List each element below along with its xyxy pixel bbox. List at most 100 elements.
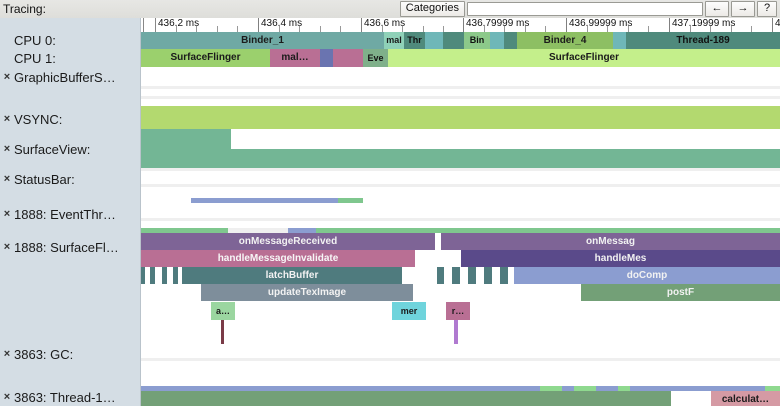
trace-slice[interactable]	[228, 228, 288, 233]
trace-slice[interactable]	[173, 267, 178, 284]
trace-slice[interactable]	[338, 198, 363, 203]
trace-slice[interactable]	[162, 267, 167, 284]
ruler-minor-tick	[237, 26, 238, 32]
trace-slice[interactable]	[141, 129, 231, 149]
trace-slice[interactable]	[580, 228, 780, 233]
trace-slice[interactable]	[437, 267, 444, 284]
trace-slice[interactable]	[443, 32, 464, 49]
track-label-2[interactable]: ×GraphicBufferS…	[0, 67, 140, 87]
trace-slice[interactable]	[425, 32, 443, 49]
ruler-tick	[361, 18, 362, 32]
timeline-row-surfaceview	[141, 129, 780, 149]
trace-slice[interactable]	[288, 228, 316, 233]
track-label-6[interactable]: ×1888: EventThr…	[0, 204, 140, 224]
track-label-7[interactable]: ×1888: SurfaceFl…	[0, 237, 140, 257]
trace-slice[interactable]	[613, 32, 626, 49]
help-button[interactable]: ?	[757, 1, 777, 17]
trace-slice[interactable]	[484, 267, 492, 284]
ruler-minor-tick	[648, 26, 649, 32]
trace-slice[interactable]: Thread-189	[626, 32, 780, 49]
trace-slice[interactable]: Binder_4	[517, 32, 613, 49]
nav-next-button[interactable]: →	[731, 1, 755, 17]
trace-slice[interactable]: mer	[392, 302, 426, 320]
close-icon[interactable]: ×	[3, 113, 11, 125]
trace-slice[interactable]: calculat…	[711, 391, 780, 406]
track-label-9[interactable]: ×3863: Thread-1…	[0, 387, 140, 406]
close-icon[interactable]: ×	[3, 348, 11, 360]
trace-slice[interactable]: a…	[211, 302, 235, 320]
trace-slice[interactable]	[141, 106, 780, 129]
trace-slice[interactable]: Thr	[404, 32, 425, 49]
trace-slice[interactable]: mal	[384, 32, 404, 49]
close-icon[interactable]: ×	[3, 173, 11, 185]
trace-slice[interactable]: Binder_1	[141, 32, 384, 49]
track-label-0[interactable]: CPU 0:	[0, 31, 140, 49]
trace-slice[interactable]	[540, 386, 562, 391]
track-label-5[interactable]: ×StatusBar:	[0, 168, 140, 190]
ruler-tick	[258, 18, 259, 32]
trace-slice[interactable]: Bin	[464, 32, 490, 49]
ruler-tick-label: 4	[775, 18, 780, 29]
trace-slice[interactable]	[333, 49, 363, 67]
trace-slice[interactable]: updateTexImage	[201, 284, 413, 301]
trace-slice[interactable]: postF	[581, 284, 780, 301]
track-label-8[interactable]: ×3863: GC:	[0, 344, 140, 364]
trace-slice[interactable]	[150, 267, 155, 284]
ruler-minor-tick	[607, 26, 608, 32]
ruler-minor-tick	[382, 26, 383, 32]
trace-slice[interactable]: onMessag	[441, 233, 780, 250]
categories-button[interactable]: Categories	[399, 1, 465, 17]
trace-slice[interactable]: onMessageReceived	[141, 233, 435, 250]
track-label-1[interactable]: CPU 1:	[0, 49, 140, 67]
trace-slice[interactable]	[320, 49, 333, 67]
track-label-text: 1888: EventThr…	[14, 206, 116, 222]
trace-slice[interactable]	[562, 386, 574, 391]
trace-slice[interactable]	[765, 386, 780, 391]
trace-slice[interactable]	[630, 386, 765, 391]
trace-slice[interactable]: Eve	[363, 49, 388, 67]
ruler-minor-tick	[299, 26, 300, 32]
nav-prev-button[interactable]: ←	[705, 1, 729, 17]
timeline-row-sf_async	[141, 228, 780, 233]
trace-slice[interactable]	[141, 386, 540, 391]
ruler-minor-tick	[196, 26, 197, 32]
trace-slice[interactable]: SurfaceFlinger	[141, 49, 270, 67]
trace-slice[interactable]	[504, 32, 517, 49]
trace-slice[interactable]	[191, 198, 338, 203]
track-label-3[interactable]: ×VSYNC:	[0, 108, 140, 130]
trace-slice[interactable]: doComp	[514, 267, 780, 284]
timeline-row-sf_d0: onMessageReceived onMessag	[141, 233, 780, 250]
close-icon[interactable]: ×	[3, 241, 11, 253]
close-icon[interactable]: ×	[3, 208, 11, 220]
trace-slice[interactable]	[468, 267, 476, 284]
track-label-4[interactable]: ×SurfaceView:	[0, 138, 140, 160]
trace-slice[interactable]	[141, 228, 228, 233]
row-separator	[141, 168, 780, 171]
trace-slice[interactable]	[141, 267, 145, 284]
trace-slice[interactable]	[500, 267, 508, 284]
trace-slice[interactable]: handleMessageInvalidate	[141, 250, 415, 267]
trace-slice[interactable]	[452, 267, 460, 284]
trace-slice[interactable]	[141, 149, 780, 168]
trace-slice[interactable]	[596, 386, 618, 391]
trace-slice[interactable]	[574, 386, 596, 391]
close-icon[interactable]: ×	[3, 143, 11, 155]
trace-slice[interactable]: mal…	[270, 49, 320, 67]
ruler-minor-tick	[176, 26, 177, 32]
category-filter-input[interactable]	[467, 2, 703, 16]
trace-slice[interactable]	[618, 386, 630, 391]
trace-slice[interactable]: latchBuffer	[182, 267, 402, 284]
close-icon[interactable]: ×	[3, 71, 11, 83]
trace-slice[interactable]: SurfaceFlinger	[388, 49, 780, 67]
trace-slice[interactable]: handleMes	[461, 250, 780, 267]
trace-slice[interactable]	[141, 391, 671, 406]
ruler-minor-tick	[402, 26, 403, 32]
trace-slice[interactable]: r…	[446, 302, 470, 320]
close-icon[interactable]: ×	[3, 391, 11, 403]
trace-slice[interactable]	[490, 32, 504, 49]
ruler-selection-marker[interactable]	[143, 18, 156, 32]
trace-slice[interactable]	[316, 228, 580, 233]
